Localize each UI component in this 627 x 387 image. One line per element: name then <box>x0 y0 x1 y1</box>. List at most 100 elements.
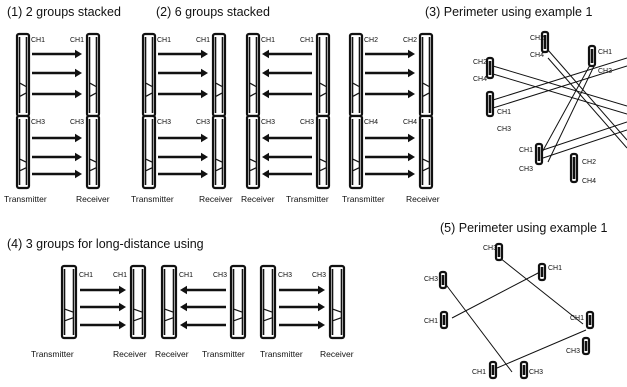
six-groups-bottom-2-arrow-middle <box>262 152 312 162</box>
unit-6groups-bottom-left-1 <box>141 114 157 190</box>
receiver-unit-group1-ch1 <box>85 32 101 118</box>
perimeter3-beam-3 <box>492 57 627 101</box>
channel-label-ch4: CH4 <box>473 76 487 83</box>
long-distance-unit-2 <box>129 264 147 340</box>
perimeter5-unit-lower-right <box>581 336 591 356</box>
long-distance-pair1-arrow-bottom <box>80 320 126 330</box>
channel-label-ch3: CH3 <box>566 348 580 355</box>
channel-label-ch3: CH3 <box>196 119 210 126</box>
long-distance-unit-6 <box>328 264 346 340</box>
six-groups-bottom-1-arrow-top <box>158 133 208 143</box>
long-distance-pair1-arrow-middle <box>80 302 126 312</box>
channel-label-ch1: CH1 <box>31 37 45 44</box>
perimeter3-beam-7 <box>539 55 596 157</box>
channel-label-ch2: CH2 <box>582 159 596 166</box>
caption-transmitter: Transmitter <box>4 194 47 204</box>
channel-label-ch1: CH1 <box>548 265 562 272</box>
perimeter5-unit-mid-left <box>439 310 449 330</box>
perimeter5-beam-2 <box>443 281 513 373</box>
perimeter3-beam-8 <box>547 63 596 163</box>
unit-6groups-bottom-left-3 <box>348 114 364 190</box>
channel-label-ch1: CH1 <box>196 37 210 44</box>
caption-receiver: Receiver <box>155 349 189 359</box>
caption-receiver: Receiver <box>320 349 354 359</box>
perimeter3-unit-top-ch2 <box>540 30 550 54</box>
six-groups-top-2-arrow-top <box>262 49 312 59</box>
transmitter-unit-group1-ch3 <box>15 114 31 190</box>
channel-label-ch2: CH2 <box>530 35 544 42</box>
channel-label-ch3: CH3 <box>519 166 533 173</box>
long-distance-pair2-arrow-bottom <box>180 320 226 330</box>
six-groups-bottom-2-arrow-top <box>262 133 312 143</box>
channel-label-ch1: CH1 <box>70 37 84 44</box>
unit-6groups-top-right-3 <box>418 32 434 118</box>
perimeter5-unit-bottom-left <box>488 360 498 380</box>
channel-label-ch1: CH1 <box>79 272 93 279</box>
unit-6groups-top-right-1 <box>211 32 227 118</box>
long-distance-unit-1 <box>60 264 78 340</box>
caption-transmitter: Transmitter <box>31 349 74 359</box>
six-groups-top-3-arrow-middle <box>365 68 415 78</box>
channel-label-ch3: CH3 <box>213 272 227 279</box>
unit-6groups-top-left-1 <box>141 32 157 118</box>
channel-label-ch4: CH4 <box>403 119 417 126</box>
perimeter5-beam-4 <box>496 329 587 369</box>
channel-label-ch1: CH1 <box>519 147 533 154</box>
six-groups-top-1-arrow-bottom <box>158 89 208 99</box>
perimeter3-unit-ch2 <box>485 56 495 80</box>
unit-6groups-top-left-2 <box>245 32 261 118</box>
heading-2-groups-stacked: (1) 2 groups stacked <box>7 5 121 19</box>
channel-label-ch1: CH1 <box>157 37 171 44</box>
heading-perimeter-example-5: (5) Perimeter using example 1 <box>440 221 608 235</box>
caption-transmitter: Transmitter <box>202 349 245 359</box>
channel-label-ch1: CH1 <box>300 37 314 44</box>
heading-3-groups-long-distance: (4) 3 groups for long-distance using <box>7 237 204 251</box>
channel-label-ch1: CH1 <box>598 49 612 56</box>
six-groups-top-3-arrow-top <box>365 49 415 59</box>
group1-ch1-arrow-top <box>32 49 82 59</box>
channel-label-ch1: CH1 <box>179 272 193 279</box>
channel-label-ch1: CH1 <box>261 37 275 44</box>
channel-label-ch3: CH3 <box>157 119 171 126</box>
perimeter3-unit-bottom-ch2 <box>569 152 579 184</box>
six-groups-top-1-arrow-top <box>158 49 208 59</box>
perimeter3-beam-1 <box>492 65 627 107</box>
unit-6groups-bottom-right-3 <box>418 114 434 190</box>
long-distance-pair3-arrow-bottom <box>279 320 325 330</box>
unit-6groups-bottom-left-2 <box>245 114 261 190</box>
long-distance-unit-4 <box>229 264 247 340</box>
perimeter3-beam-10 <box>536 129 627 161</box>
perimeter3-beam-4 <box>492 65 627 109</box>
channel-label-ch2: CH2 <box>403 37 417 44</box>
caption-receiver: Receiver <box>241 194 275 204</box>
channel-label-ch1: CH1 <box>113 272 127 279</box>
six-groups-bottom-3-arrow-top <box>365 133 415 143</box>
long-distance-pair2-arrow-top <box>180 285 226 295</box>
caption-transmitter: Transmitter <box>286 194 329 204</box>
unit-6groups-bottom-right-2 <box>315 114 331 190</box>
unit-6groups-top-right-2 <box>315 32 331 118</box>
long-distance-pair1-arrow-top <box>80 285 126 295</box>
caption-transmitter: Transmitter <box>260 349 303 359</box>
caption-receiver: Receiver <box>113 349 147 359</box>
group1-ch3-arrow-middle <box>32 152 82 162</box>
receiver-unit-group1-ch3 <box>85 114 101 190</box>
channel-label-ch4: CH4 <box>364 119 378 126</box>
channel-label-ch4: CH4 <box>530 52 544 59</box>
long-distance-pair2-arrow-middle <box>180 302 226 312</box>
long-distance-unit-3 <box>160 264 178 340</box>
caption-receiver: Receiver <box>406 194 440 204</box>
heading-6-groups-stacked: (2) 6 groups stacked <box>156 5 270 19</box>
perimeter3-beam-9 <box>536 121 627 153</box>
caption-transmitter: Transmitter <box>342 194 385 204</box>
six-groups-top-1-arrow-middle <box>158 68 208 78</box>
caption-receiver: Receiver <box>199 194 233 204</box>
channel-label-ch3: CH3 <box>424 276 438 283</box>
six-groups-bottom-3-arrow-middle <box>365 152 415 162</box>
unit-6groups-bottom-right-1 <box>211 114 227 190</box>
channel-label-ch3: CH3 <box>300 119 314 126</box>
channel-label-ch3: CH3 <box>70 119 84 126</box>
caption-transmitter: Transmitter <box>131 194 174 204</box>
group1-ch1-arrow-middle <box>32 68 82 78</box>
